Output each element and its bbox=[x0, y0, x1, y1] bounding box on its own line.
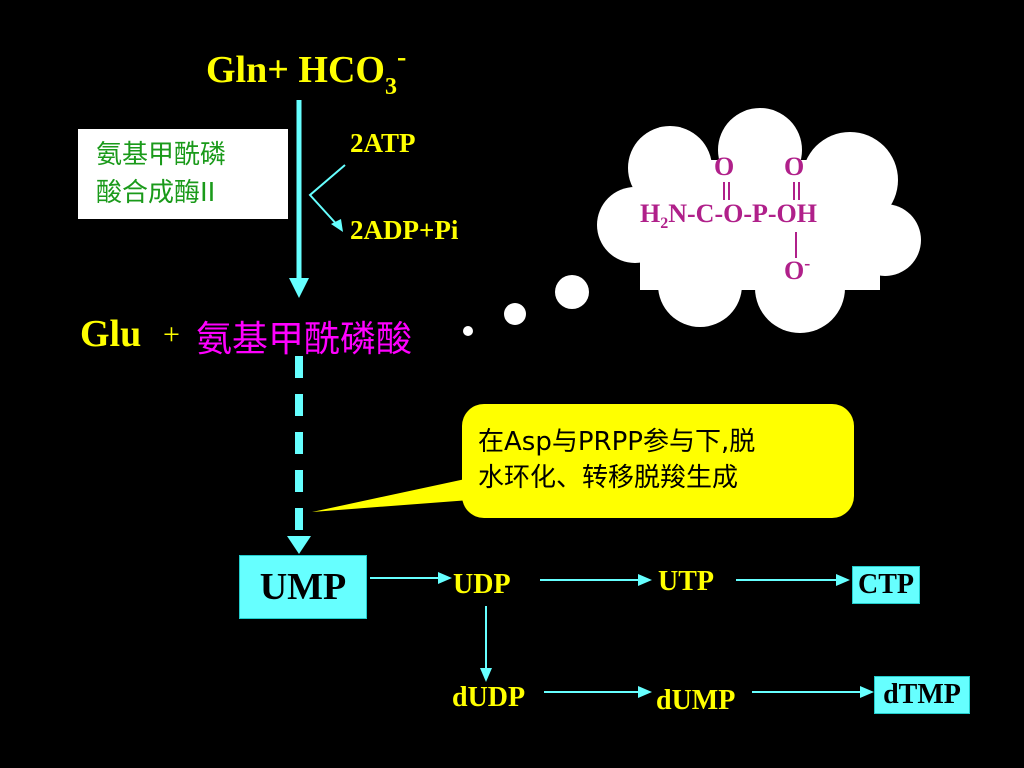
structure-bonds bbox=[723, 182, 800, 258]
structure-h-subscript: 2 bbox=[660, 215, 669, 232]
dudp-node: dUDP bbox=[452, 682, 526, 713]
arrowhead-dump-dtmp bbox=[860, 686, 874, 698]
carbamoyl-phosphate-label: 氨基甲酰磷酸 bbox=[196, 319, 413, 360]
thought-dot-small bbox=[463, 326, 473, 336]
thought-cloud bbox=[597, 108, 921, 333]
glu-label: Glu bbox=[80, 313, 142, 355]
structure-chain: N-C-O-P-OH bbox=[668, 199, 817, 228]
callout-inner bbox=[478, 414, 836, 508]
enzyme-line2: 酸合成酶II bbox=[96, 178, 216, 208]
arrowhead-udp-dudp bbox=[480, 668, 492, 682]
plus-sign: + bbox=[163, 318, 180, 351]
structure-o-top-right: O bbox=[784, 152, 805, 181]
structure-o-top-left: O bbox=[714, 152, 735, 181]
utp-node: UTP bbox=[658, 566, 714, 597]
ctp-node: CTP bbox=[852, 566, 920, 604]
dump-node: dUMP bbox=[656, 685, 736, 716]
reactants-text: Gln+ HCO bbox=[206, 49, 385, 91]
arrowhead-udp-utp bbox=[638, 574, 652, 586]
thought-dot-medium bbox=[504, 303, 526, 325]
reactants-subscript: 3 bbox=[384, 74, 397, 100]
atp-label: 2ATP bbox=[350, 128, 416, 158]
arrowhead-ump-udp bbox=[438, 572, 452, 584]
adp-arrowhead bbox=[331, 219, 343, 232]
enzyme-box: 氨基甲酰磷 酸合成酶II bbox=[78, 129, 288, 219]
thought-dot-large bbox=[555, 275, 589, 309]
atp-bracket-line bbox=[308, 164, 346, 229]
ump-node: UMP bbox=[239, 555, 367, 619]
arrowhead-utp-ctp bbox=[836, 574, 850, 586]
callout-pointer bbox=[312, 478, 470, 512]
callout-line2: 水环化、转移脱羧生成 bbox=[478, 463, 739, 493]
structure-o-bottom-letter: O bbox=[784, 256, 805, 285]
reactants-label: Gln+ HCO3- bbox=[206, 42, 406, 100]
structure-h: H bbox=[640, 199, 661, 228]
enzyme-line1: 氨基甲酰磷 bbox=[96, 140, 227, 170]
udp-node: UDP bbox=[453, 569, 511, 600]
arrowhead-dudp-dump bbox=[638, 686, 652, 698]
main-reaction-arrowhead bbox=[289, 278, 309, 298]
structure-o-bottom: O- bbox=[784, 253, 811, 286]
adp-label: 2ADP+Pi bbox=[350, 215, 459, 245]
dtmp-node: dTMP bbox=[874, 676, 970, 714]
callout-line1: 在Asp与PRPP参与下,脱 bbox=[478, 427, 756, 457]
reactants-superscript: - bbox=[396, 42, 407, 73]
dashed-arrow bbox=[287, 356, 311, 554]
structure-formula: H2N-C-O-P-OH bbox=[640, 199, 817, 232]
structure-o-bottom-superscript: - bbox=[804, 253, 811, 273]
callout-text: 在Asp与PRPP参与下,脱 水环化、转移脱羧生成 bbox=[478, 424, 838, 496]
